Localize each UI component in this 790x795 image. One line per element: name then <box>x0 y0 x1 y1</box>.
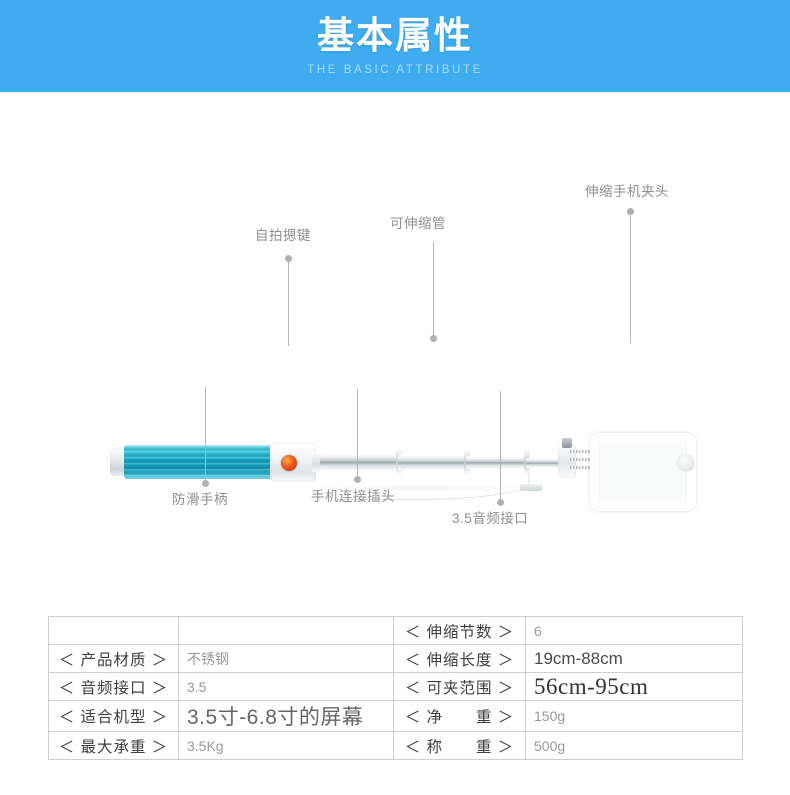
spec-value: 19cm-88cm <box>525 644 743 673</box>
specification-table: ＜ 伸缩节数 ＞ 6 ＜ 产品材质 ＞ 不锈钢 ＜ 伸缩长度 ＞ 19cm-88… <box>48 616 743 760</box>
telescopic-segment-1 <box>320 453 400 471</box>
shutter-button <box>281 455 297 471</box>
annotation-dot-phone-clamp <box>627 208 634 215</box>
spec-value: 6 <box>525 616 743 645</box>
handle-end-cap <box>110 448 126 476</box>
telescopic-segment-4 <box>526 458 560 468</box>
spec-key: ＜ 产品材质 ＞ <box>48 644 179 673</box>
product-diagram: 自拍摁键 可伸缩管 伸缩手机夹头 防滑手柄 手机连接插头 3.5音频接口 <box>0 92 790 592</box>
annotation-label-audio-jack: 3.5音频接口 <box>452 511 529 526</box>
anti-slip-handle <box>124 445 272 479</box>
annotation-line-audio-jack <box>500 391 501 500</box>
page-banner: 基本属性 THE BASIC ATTRIBUTE <box>0 0 790 92</box>
clamp-spring <box>570 458 598 461</box>
spec-key: ＜ 净 重 ＞ <box>393 700 526 732</box>
table-row: ＜ 最大承重 ＞ 3.5Kg ＜ 称 重 ＞ 500g <box>48 731 743 760</box>
annotation-line-shutter-button <box>288 262 289 346</box>
annotation-label-phone-clamp: 伸缩手机夹头 <box>585 184 669 199</box>
spec-value: 150g <box>525 700 743 732</box>
spec-key: ＜ 称 重 ＞ <box>393 731 526 760</box>
annotation-line-phone-plug <box>357 389 358 477</box>
annotation-label-shutter-button: 自拍摁键 <box>255 228 311 243</box>
table-row: ＜ 音频接口 ＞ 3.5 ＜ 可夹范围 ＞ 56cm-95cm <box>48 672 743 701</box>
telescopic-segment-3 <box>466 456 528 469</box>
annotation-line-phone-clamp <box>630 215 631 343</box>
spec-value: 3.5 <box>178 672 394 701</box>
spec-value: 56cm-95cm <box>525 672 743 701</box>
phone-clamp-frame <box>590 433 696 511</box>
spec-key: ＜ 可夹范围 ＞ <box>393 672 526 701</box>
spec-key: ＜ 最大承重 ＞ <box>48 731 179 760</box>
spec-value: 3.5Kg <box>178 731 394 760</box>
annotation-dot-shutter-button <box>285 255 292 262</box>
rod-collar <box>312 452 322 472</box>
table-row: ＜ 伸缩节数 ＞ 6 <box>48 616 743 645</box>
spec-key <box>48 616 179 645</box>
clamp-knob <box>678 455 694 471</box>
page-subtitle: THE BASIC ATTRIBUTE <box>307 64 483 76</box>
selfie-stick-illustration <box>0 92 790 592</box>
page-title: 基本属性 <box>317 15 473 56</box>
spec-value: 500g <box>525 731 743 760</box>
annotation-dot-audio-jack <box>497 499 504 506</box>
clamp-spring <box>570 466 598 469</box>
annotation-dot-anti-slip-handle <box>202 480 209 487</box>
clamp-pivot <box>562 438 572 448</box>
spec-value <box>178 616 394 645</box>
annotation-label-anti-slip-handle: 防滑手柄 <box>172 492 228 507</box>
clamp-spring <box>570 450 598 453</box>
table-row: ＜ 适合机型 ＞ 3.5寸-6.8寸的屏幕 ＜ 净 重 ＞ 150g <box>48 700 743 732</box>
annotation-line-anti-slip-handle <box>205 387 206 481</box>
annotation-dot-phone-plug <box>354 476 361 483</box>
annotation-label-phone-plug: 手机连接插头 <box>311 489 395 504</box>
spec-value: 不锈钢 <box>178 644 394 673</box>
spec-key: ＜ 音频接口 ＞ <box>48 672 179 701</box>
annotation-label-telescopic-tube: 可伸缩管 <box>390 216 446 231</box>
spec-key: ＜ 伸缩长度 ＞ <box>393 644 526 673</box>
phone-plug-tip <box>520 484 542 491</box>
spec-key: ＜ 适合机型 ＞ <box>48 700 179 732</box>
annotation-line-telescopic-tube <box>433 242 434 339</box>
spec-value: 3.5寸-6.8寸的屏幕 <box>178 700 394 732</box>
telescopic-segment-2 <box>398 455 468 470</box>
table-row: ＜ 产品材质 ＞ 不锈钢 ＜ 伸缩长度 ＞ 19cm-88cm <box>48 644 743 673</box>
spec-key: ＜ 伸缩节数 ＞ <box>393 616 526 645</box>
